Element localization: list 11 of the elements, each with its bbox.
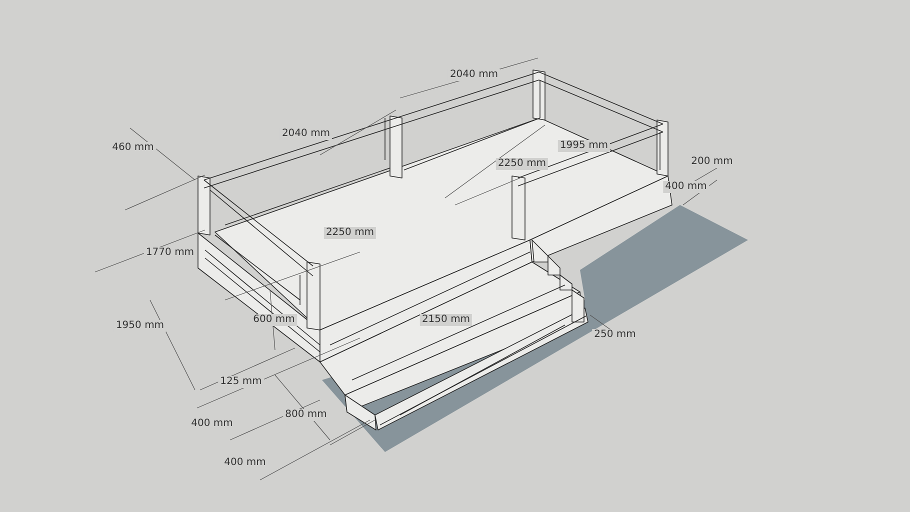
dimension-label: 200 mm: [689, 156, 735, 168]
dimension-label: 125 mm: [218, 376, 264, 388]
dimension-label: 800 mm: [283, 409, 329, 421]
dimension-label: 2250 mm: [324, 227, 376, 239]
dimension-label: 2040 mm: [280, 128, 332, 140]
dimension-label: 1995 mm: [558, 140, 610, 152]
dimension-label: 2250 mm: [496, 158, 548, 170]
dimension-label: 400 mm: [663, 181, 709, 193]
dimension-label: 600 mm: [251, 314, 297, 326]
dimension-label: 2040 mm: [448, 69, 500, 81]
dimension-label: 2150 mm: [420, 314, 472, 326]
